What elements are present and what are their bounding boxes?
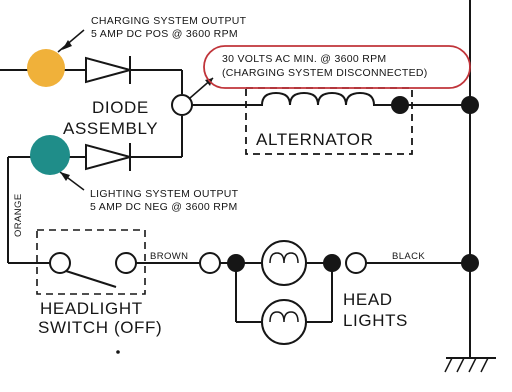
switch-terminal-right — [115, 252, 137, 274]
diode-label-line2: ASSEMBLY — [63, 119, 158, 138]
charging-pointer — [57, 29, 85, 53]
ac-spec-line1: 30 VOLTS AC MIN. @ 3600 RPM — [222, 53, 386, 65]
diode-label-line1: DIODE — [92, 98, 149, 117]
orange-wire-label: ORANGE — [13, 193, 24, 237]
switch-blade — [65, 270, 117, 288]
black-wire-label: BLACK — [392, 251, 425, 262]
diode-upper — [85, 56, 134, 84]
alternator-label: ALTERNATOR — [256, 130, 373, 149]
charging-output-marker — [27, 49, 65, 87]
headlight-lamp-upper — [261, 240, 307, 286]
ground-symbol — [444, 357, 496, 373]
lighting-output-label-line2: 5 AMP DC NEG @ 3600 RPM — [90, 201, 238, 213]
ac-spec-line2: (CHARGING SYSTEM DISCONNECTED) — [222, 67, 428, 79]
headlight-switch-label-line2: SWITCH (OFF) — [38, 318, 162, 337]
ac-spec-highlight — [203, 45, 471, 89]
headlight-terminal-left — [199, 252, 221, 274]
ground-junction-upper — [461, 96, 479, 114]
brown-wire-label: BROWN — [150, 251, 188, 262]
diode-junction-terminal — [171, 94, 193, 116]
headlights-label-line1: HEAD — [343, 290, 393, 309]
headlight-switch-label-line1: HEADLIGHT — [40, 299, 143, 318]
headlights-label-line2: LIGHTS — [343, 311, 408, 330]
lighting-output-label-line1: LIGHTING SYSTEM OUTPUT — [90, 188, 239, 200]
alternator-box — [245, 87, 413, 155]
headlight-terminal-right — [345, 252, 367, 274]
charging-output-label-line1: CHARGING SYSTEM OUTPUT — [91, 15, 247, 27]
charging-output-label-line2: 5 AMP DC POS @ 3600 RPM — [91, 28, 238, 40]
lighting-output-marker — [30, 135, 70, 175]
stray-dot — [116, 350, 120, 354]
alternator-coil — [250, 91, 400, 106]
ground-junction-lower — [461, 254, 479, 272]
headlight-switch-box — [36, 229, 146, 295]
headlight-lamp-lower — [261, 299, 307, 345]
switch-terminal-left — [49, 252, 71, 274]
diode-lower — [85, 143, 134, 171]
headlight-junction-right — [323, 254, 341, 272]
